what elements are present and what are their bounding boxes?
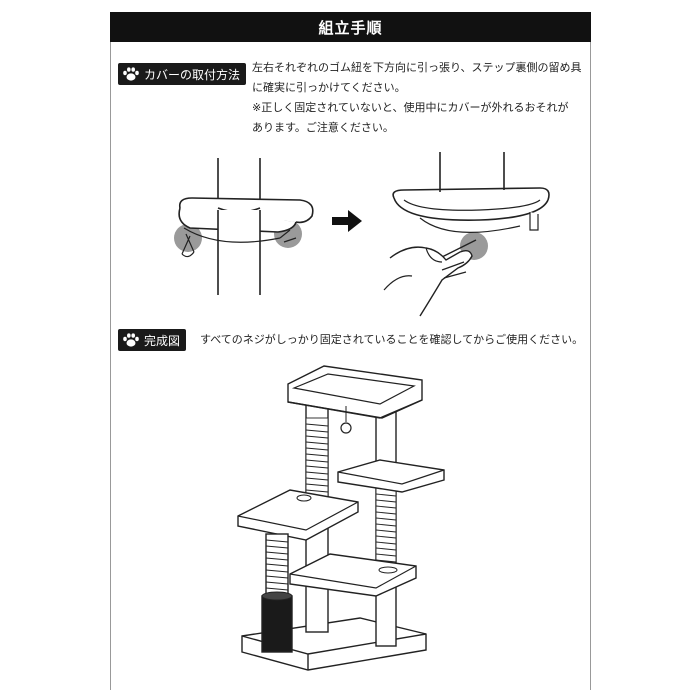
cover-line-2: に確実に引っかけてください。 <box>252 81 406 94</box>
section-label-cover: カバーの取付方法 <box>118 63 247 85</box>
page-title: 組立手順 <box>110 12 591 42</box>
cover-line-3: ※正しく固定されていないと、使用中にカバーが外れるおそれが <box>252 101 569 114</box>
arrow-right-icon <box>332 210 362 232</box>
cover-line-1: 左右それぞれのゴム紐を下方向に引っ張り、ステップ裏側の留め具 <box>252 61 582 74</box>
frame-border-right <box>590 42 591 690</box>
cover-instructions: 左右それぞれのゴム紐を下方向に引っ張り、ステップ裏側の留め具 に確実に引っかけて… <box>252 58 587 138</box>
section-label-complete: 完成図 <box>118 329 187 351</box>
cat-tower-illustration <box>237 365 445 671</box>
section-label-cover-text: カバーの取付方法 <box>144 67 241 82</box>
paw-icon <box>123 333 139 347</box>
frame-border-left <box>110 42 111 690</box>
section-label-complete-text: 完成図 <box>144 333 181 348</box>
cover-after-illustration <box>383 152 550 317</box>
cover-before-illustration <box>174 158 314 295</box>
cover-line-4: あります。ご注意ください。 <box>252 121 394 134</box>
complete-instructions: すべてのネジがしっかり固定されていることを確認してからご使用ください。 <box>200 333 584 346</box>
paw-icon <box>123 67 139 81</box>
